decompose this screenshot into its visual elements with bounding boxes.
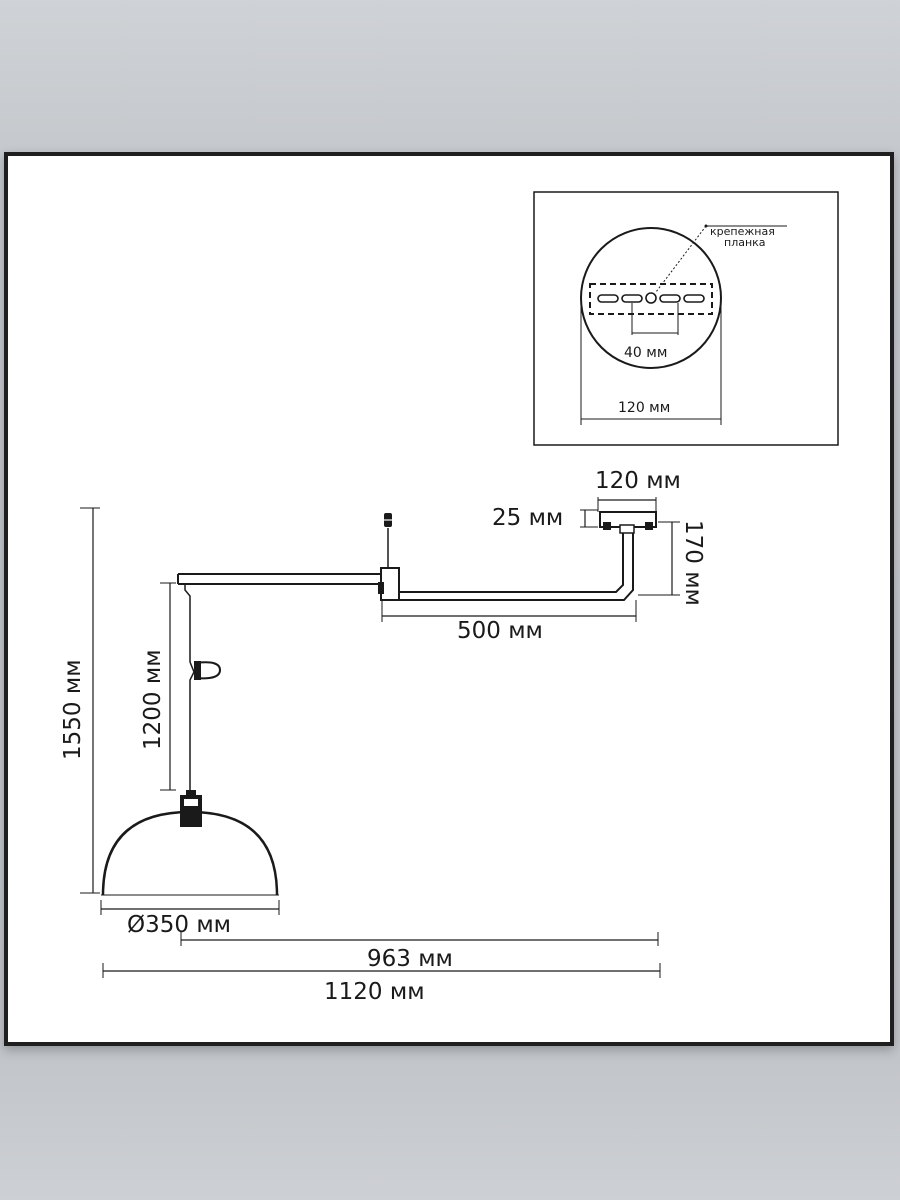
lamp-shade xyxy=(101,810,279,896)
reach-963-label: 963 мм xyxy=(367,946,453,972)
leader-line xyxy=(655,225,707,293)
center-hole xyxy=(645,292,657,304)
cord-lower xyxy=(189,661,195,790)
cord-length-label: 1200 мм xyxy=(140,649,166,750)
slot-3 xyxy=(659,294,681,303)
canopy-thickness-label: 25 мм xyxy=(492,505,563,531)
inset-box xyxy=(533,191,839,446)
drop-tube-outer xyxy=(390,533,624,593)
mount-plate-dashed xyxy=(589,283,713,315)
hinge-knob xyxy=(378,582,384,594)
canopy-width-label: 120 мм xyxy=(595,468,681,494)
inset-120-label: 120 мм xyxy=(618,400,670,416)
cord-adjuster-loop xyxy=(195,661,222,680)
width-dimensions: Ø350 мм 963 мм 1120 мм xyxy=(100,900,661,1005)
mount-plate-label-2: планка xyxy=(724,236,766,249)
slot-1 xyxy=(597,294,619,303)
drop-tube-inner xyxy=(390,533,634,601)
reach-1120-label: 1120 мм xyxy=(324,979,425,1005)
canopy-circle xyxy=(580,227,722,369)
mount-plate-label-1: крепежная xyxy=(710,225,775,238)
lamp-socket-window xyxy=(184,799,198,806)
canopy-assembly: 120 мм 25 мм 170 мм 500 мм xyxy=(381,468,706,644)
shade-diameter-label: Ø350 мм xyxy=(127,912,231,938)
slot-2 xyxy=(621,294,643,303)
canopy-foot-left xyxy=(603,522,611,530)
canopy-foot-right xyxy=(645,522,653,530)
cord-adjuster-body xyxy=(194,661,201,680)
arm-assembly xyxy=(101,513,400,896)
total-height-label: 1550 мм xyxy=(60,659,86,760)
canopy-fitting xyxy=(619,524,635,534)
arm-length-label: 500 мм xyxy=(457,618,543,644)
drop-height-label: 170 мм xyxy=(680,520,706,606)
lamp-socket-cap xyxy=(186,790,196,796)
slot-4 xyxy=(683,294,705,303)
leader-dot xyxy=(704,224,708,228)
inset-40-label: 40 мм xyxy=(624,345,667,361)
cord-upper xyxy=(184,584,191,662)
inset-mount-detail: крепежная планка 40 мм 120 мм xyxy=(533,191,839,446)
height-dimensions: 1550 мм 1200 мм xyxy=(60,507,176,894)
